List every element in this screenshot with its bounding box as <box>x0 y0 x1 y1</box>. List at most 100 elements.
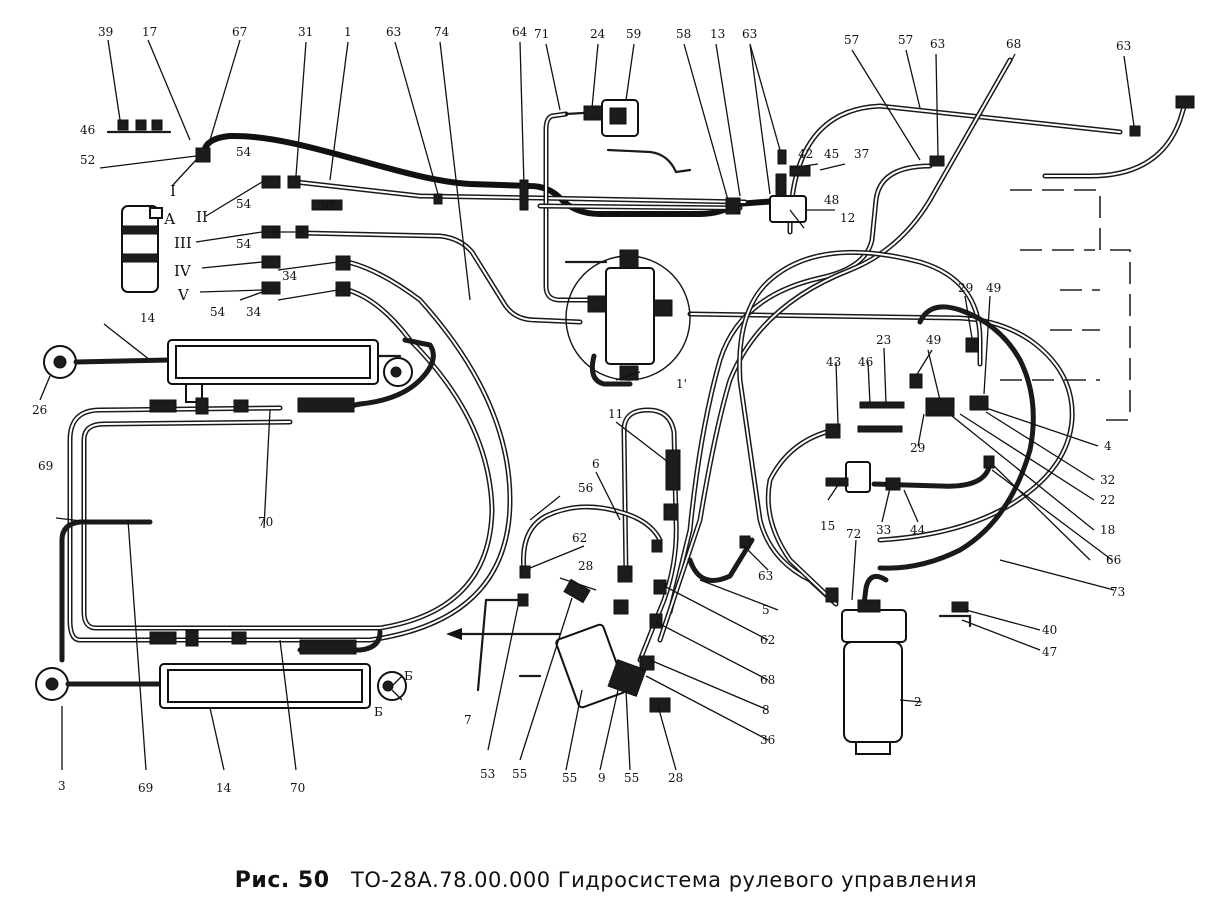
callout-63-d: 63 <box>1116 39 1131 53</box>
callout-54-d: 54 <box>210 305 226 319</box>
figure-caption: Рис. 50 ТО-28А.78.00.000 Гидросистема ру… <box>0 868 1212 893</box>
pipe-top-right <box>1042 101 1188 179</box>
leader-lines <box>39 39 1135 771</box>
callout-6: 6 <box>592 457 600 471</box>
port-II: II <box>196 208 208 226</box>
callout-3: 3 <box>58 779 66 793</box>
callout-8: 8 <box>762 703 770 717</box>
letter-b-2: Б <box>374 705 383 719</box>
callout-34-a: 34 <box>282 269 298 283</box>
callout-36: 36 <box>760 733 775 747</box>
callout-62-a: 62 <box>572 531 587 545</box>
callout-55-a: 55 <box>512 767 527 781</box>
steering-cylinder-upper <box>43 339 413 403</box>
callout-63-b: 63 <box>742 27 757 41</box>
callout-54-a: 54 <box>236 145 252 159</box>
callout-55-b: 55 <box>562 771 577 785</box>
callout-46-b: 46 <box>858 355 873 369</box>
callout-13: 13 <box>710 27 725 41</box>
figure-number: Рис. 50 <box>234 868 330 893</box>
port-I: I <box>170 182 176 200</box>
callout-29-b: 29 <box>910 441 925 455</box>
callout-37: 37 <box>854 147 869 161</box>
pipe-72 <box>861 573 889 607</box>
callout-14-b: 14 <box>216 781 232 795</box>
callout-29-a: 29 <box>958 281 973 295</box>
callout-66: 66 <box>1106 553 1121 567</box>
callout-42: 42 <box>798 147 813 161</box>
oil-tank-a <box>121 205 163 293</box>
callout-67: 67 <box>232 25 247 39</box>
callout-68-b: 68 <box>760 673 775 687</box>
callout-33: 33 <box>876 523 891 537</box>
pipe-67 <box>201 132 793 217</box>
pipe-cylinder-bottom <box>297 629 383 653</box>
callout-39: 39 <box>98 25 113 39</box>
callout-14-a: 14 <box>140 311 156 325</box>
pipe-left-loop-outer <box>67 259 513 643</box>
callout-72: 72 <box>846 527 861 541</box>
callout-43: 43 <box>826 355 841 369</box>
callout-70-a: 70 <box>258 515 273 529</box>
callout-31: 31 <box>298 25 313 39</box>
callout-68-a: 68 <box>1006 37 1021 51</box>
pipe-cylinder-top <box>327 337 436 413</box>
pipe-5 <box>687 537 755 583</box>
callout-12: 12 <box>840 211 855 225</box>
port-IV: IV <box>174 262 192 280</box>
callout-28-b: 28 <box>668 771 683 785</box>
callout-49-b: 49 <box>926 333 941 347</box>
callout-58: 58 <box>676 27 691 41</box>
callout-40: 40 <box>1042 623 1057 637</box>
frame-outline <box>1000 189 1131 421</box>
callout-11: 11 <box>608 407 623 421</box>
callout-45: 45 <box>824 147 839 161</box>
callout-32: 32 <box>1100 473 1115 487</box>
callout-57-b: 57 <box>898 33 913 47</box>
callout-9: 9 <box>598 771 606 785</box>
figure-title: ТО-28А.78.00.000 Гидросистема рулевого у… <box>351 868 978 892</box>
callout-53: 53 <box>480 767 495 781</box>
callout-44: 44 <box>910 523 926 537</box>
callout-49-a: 49 <box>986 281 1001 295</box>
callout-74: 74 <box>434 25 450 39</box>
steering-valve <box>564 249 691 387</box>
callout-52: 52 <box>80 153 95 167</box>
callout-23: 23 <box>876 333 891 347</box>
callout-55-c: 55 <box>624 771 639 785</box>
callout-2: 2 <box>914 695 922 709</box>
callout-labels: 39 17 67 31 1 63 74 64 71 24 59 58 13 63… <box>32 25 1131 795</box>
callout-56: 56 <box>578 481 593 495</box>
oil-filter-2 <box>841 599 907 755</box>
pipe-73-outer <box>877 304 1036 571</box>
callout-69-a: 69 <box>38 459 53 473</box>
pipe-57-b <box>667 163 933 615</box>
steering-cylinder-lower <box>35 663 407 709</box>
callout-30: 30 <box>318 199 333 213</box>
port-III: III <box>174 234 192 252</box>
callout-63-c: 63 <box>930 37 945 51</box>
callout-73: 73 <box>1110 585 1125 599</box>
callout-71: 71 <box>534 27 549 41</box>
tee-block-12 <box>769 165 811 223</box>
cap-assembly-39 <box>106 119 172 134</box>
callout-59: 59 <box>626 27 641 41</box>
callout-47: 47 <box>1042 645 1057 659</box>
letter-b-1: Б <box>404 669 413 683</box>
callout-26: 26 <box>32 403 47 417</box>
callout-62-b: 62 <box>760 633 775 647</box>
sensor-15 <box>825 461 871 493</box>
bracket-40 <box>938 601 972 628</box>
letter-a: А <box>164 210 176 228</box>
callout-18: 18 <box>1100 523 1115 537</box>
callout-70-b: 70 <box>290 781 305 795</box>
callout-54-b: 54 <box>236 197 252 211</box>
callout-69-b: 69 <box>138 781 153 795</box>
hydraulic-steering-diagram: 39 17 67 31 1 63 74 64 71 24 59 58 13 63… <box>32 25 1195 795</box>
callout-7: 7 <box>464 713 472 727</box>
callout-48: 48 <box>824 193 839 207</box>
pipe-69 <box>59 519 153 663</box>
pump-assembly <box>476 598 671 713</box>
callout-24: 24 <box>590 27 606 41</box>
callout-4: 4 <box>1104 439 1112 453</box>
